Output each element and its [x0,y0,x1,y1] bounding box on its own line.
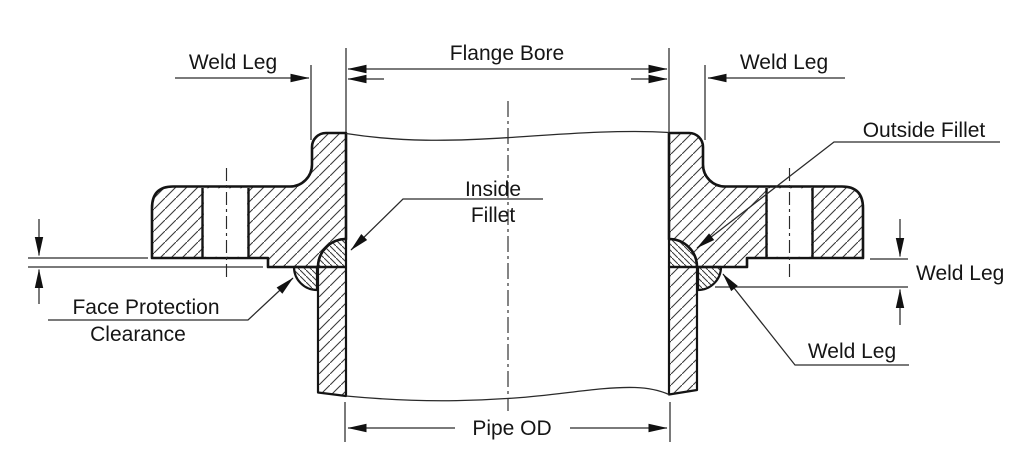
left-pipe-wall-section [316,265,348,398]
outside-fillet-weld-right [696,265,723,292]
label-face-protection-line1: Face Protection [72,296,219,319]
label-inside-fillet-line1: Inside [465,178,521,201]
left-bolt-hole [203,188,248,257]
leader-inside-fillet [350,198,543,251]
label-weld-leg-top-left: Weld Leg [189,51,277,74]
label-weld-leg-bottom-right: Weld Leg [808,340,896,363]
label-inside-fillet-line2: Fillet [471,204,516,227]
pipe-break-line-top [345,130,670,141]
label-flange-bore: Flange Bore [450,42,564,65]
leader-weld-leg-bottom-right [722,273,909,366]
label-weld-leg-right: Weld Leg [916,262,1004,285]
label-pipe-od: Pipe OD [472,417,551,440]
right-pipe-wall-section [667,265,699,396]
leader-face-protection [48,277,294,321]
outside-fillet-weld-left [292,265,319,292]
label-outside-fillet: Outside Fillet [863,119,986,142]
label-weld-leg-top-right: Weld Leg [740,51,828,74]
pipe-break-line-bottom [345,386,670,402]
label-face-protection-line2: Clearance [90,323,186,346]
leader-outside-fillet [696,141,1000,249]
